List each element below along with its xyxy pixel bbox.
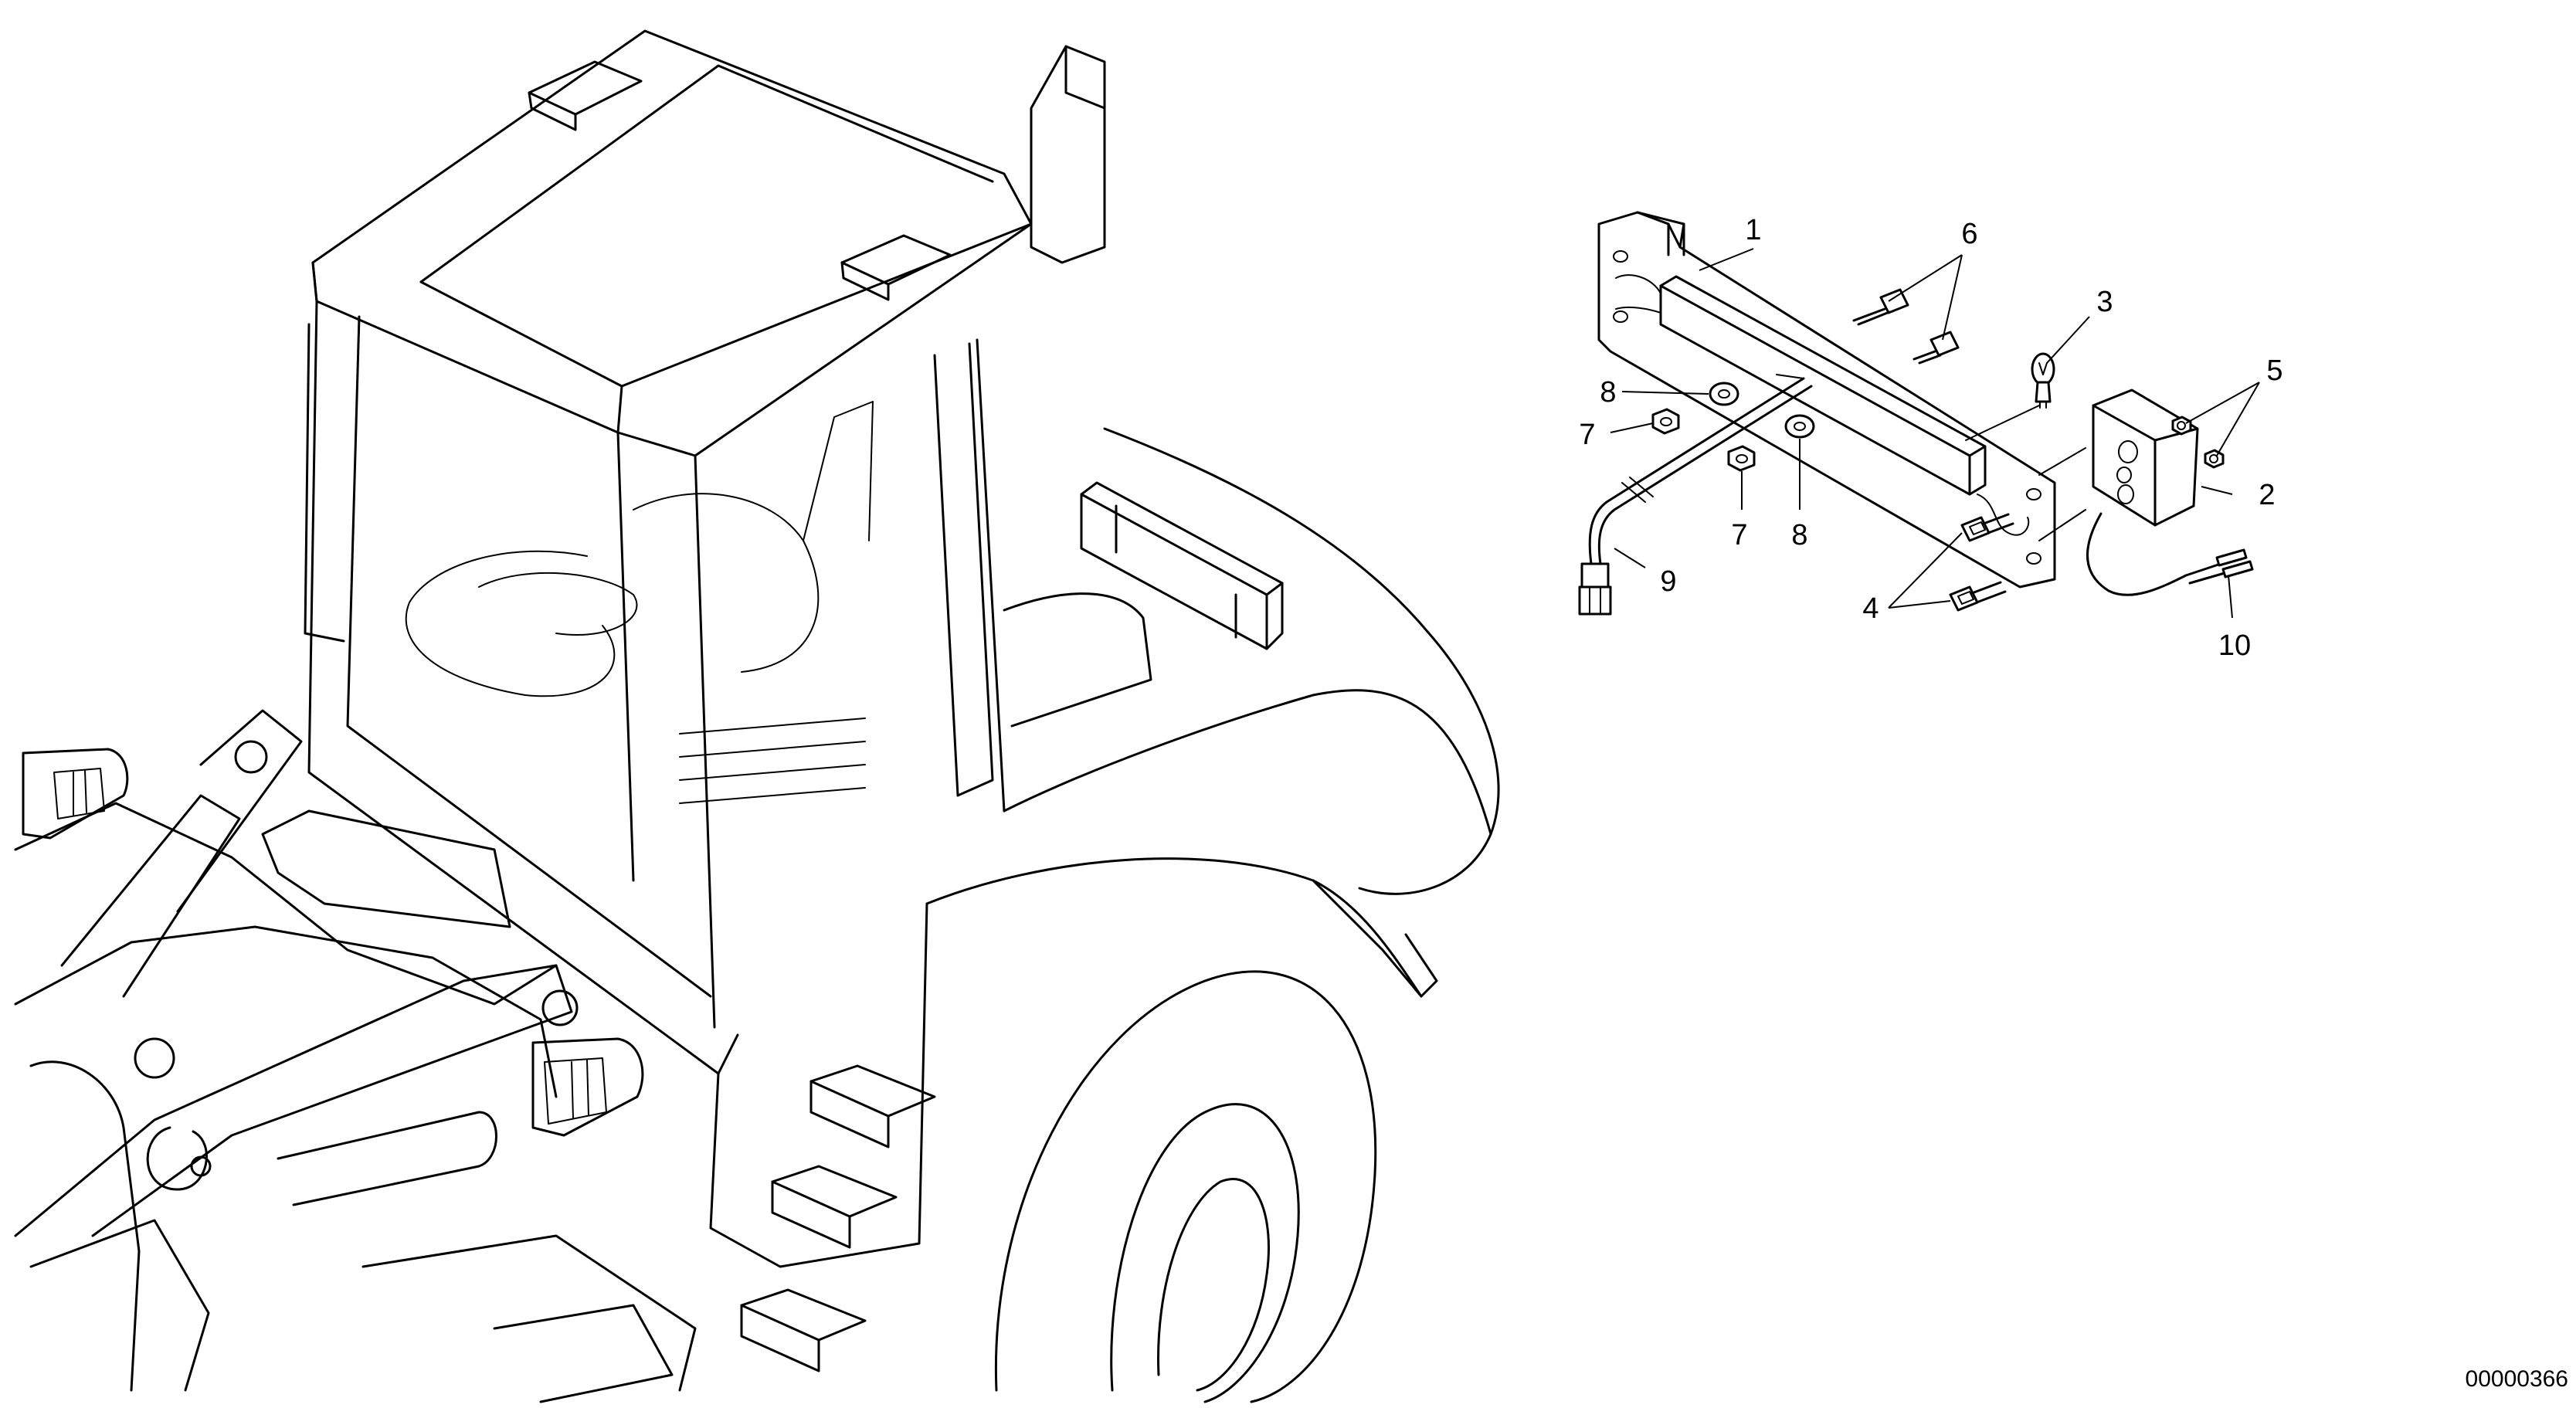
callout-8b: 8 [1791,519,1807,551]
callout-3: 3 [2096,286,2113,318]
drawing-number: 00000366 [2466,1366,2568,1392]
callout-2: 2 [2259,479,2275,511]
callout-9: 9 [1660,565,1676,598]
callout-leaders [1610,248,2260,619]
callout-8a: 8 [1600,376,1616,409]
callout-4: 4 [1862,592,1879,625]
callout-1: 1 [1745,214,1761,246]
callout-7b: 7 [1731,519,1747,551]
license-plate-lamp-assembly [1578,211,2254,616]
callout-10: 10 [2218,629,2251,662]
callout-labels: 1 2 3 4 5 6 7 7 8 8 9 10 [1579,214,2282,662]
callout-7a: 7 [1579,419,1595,451]
callout-6: 6 [1961,218,1977,250]
wheel-loader-illustration [14,29,1500,1403]
callout-5: 5 [2266,355,2282,387]
